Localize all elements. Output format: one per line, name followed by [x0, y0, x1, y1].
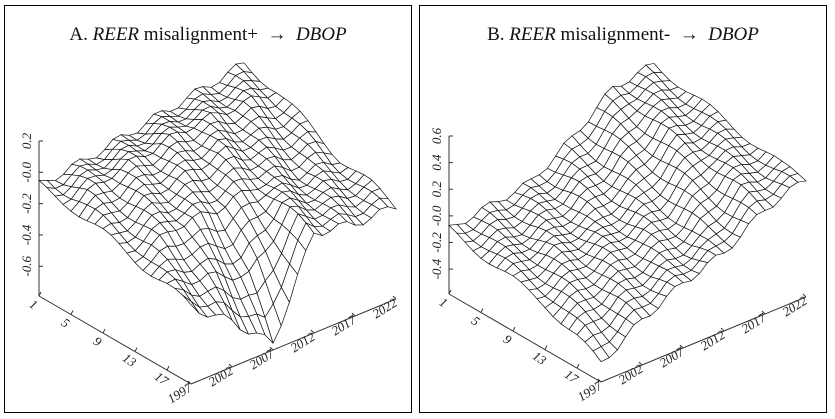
z-tick-label: -0.0	[19, 162, 34, 183]
year-axis	[600, 296, 807, 383]
panel-b: B. REER misalignment- → DBOP -0.4 -0.2 -0.…	[419, 5, 827, 413]
year-tick	[761, 310, 766, 315]
arrow: →	[679, 24, 699, 45]
panel-b-title: B. REER misalignment- → DBOP	[420, 24, 826, 46]
surface-cell	[182, 295, 200, 314]
title-target: DBOP	[708, 24, 759, 45]
year-tick	[802, 293, 807, 298]
year-tick	[597, 378, 602, 383]
horizon-tick-label: 5	[59, 315, 73, 331]
horizon-tick	[102, 328, 106, 334]
arrow: →	[267, 24, 287, 45]
z-tick-label: -0.2	[19, 193, 34, 214]
horizon-tick	[166, 365, 170, 371]
horizon-tick-label: 9	[91, 333, 105, 349]
z-tick-label: -0.2	[429, 232, 444, 253]
surface-plot-a: -0.6-0.4-0.2-0.00.2159131719972002200720…	[19, 62, 400, 406]
title-prefix: A.	[69, 24, 88, 45]
z-tick-label: 0.2	[429, 181, 444, 198]
horizon-tick-label: 1	[437, 294, 451, 310]
surface-plot-b: -0.4-0.2-0.00.20.40.61591317199720022007…	[429, 63, 810, 404]
z-tick-label: 0.6	[429, 127, 444, 144]
horizon-axis	[38, 295, 192, 385]
horizon-tick-label: 9	[501, 331, 515, 347]
z-tick-label: -0.0	[429, 205, 444, 226]
year-tick	[351, 312, 356, 317]
title-target: DBOP	[295, 24, 347, 45]
horizon-tick	[134, 347, 138, 352]
year-tick	[310, 329, 315, 334]
surface-cell	[592, 346, 610, 363]
year-tick	[392, 295, 397, 300]
year-tick	[679, 344, 684, 349]
year-tick	[187, 380, 192, 385]
horizon-tick	[38, 291, 42, 297]
year-tick	[720, 327, 725, 332]
year-tick	[638, 361, 643, 366]
year-tick	[228, 363, 233, 368]
title-mid: misalignment-	[560, 24, 671, 45]
z-tick-label: 0.4	[429, 154, 444, 171]
title-prefix: B.	[487, 24, 505, 45]
panel-a: A. REER misalignment+ → DBOP -0.6 -0.4 -0.…	[4, 5, 412, 413]
horizon-tick	[544, 345, 548, 350]
z-tick-label: 0.2	[19, 132, 34, 149]
horizon-tick	[576, 363, 580, 369]
horizon-tick-label: 1	[27, 296, 41, 312]
horizon-axis	[448, 293, 602, 383]
z-tick-label: -0.4	[19, 224, 34, 245]
horizon-tick	[70, 310, 74, 315]
z-tick-label: -0.6	[19, 255, 34, 276]
horizon-tick	[480, 308, 484, 313]
year-tick	[269, 346, 274, 351]
title-var: REER	[92, 24, 140, 45]
horizon-tick	[448, 289, 452, 295]
year-axis	[190, 298, 397, 385]
z-tick-label: -0.4	[429, 258, 444, 279]
horizon-tick-label: 5	[469, 313, 483, 329]
title-var: REER	[509, 24, 556, 45]
title-mid: misalignment+	[143, 24, 258, 45]
horizon-tick	[512, 326, 516, 332]
panel-a-title: A. REER misalignment+ → DBOP	[5, 24, 411, 46]
